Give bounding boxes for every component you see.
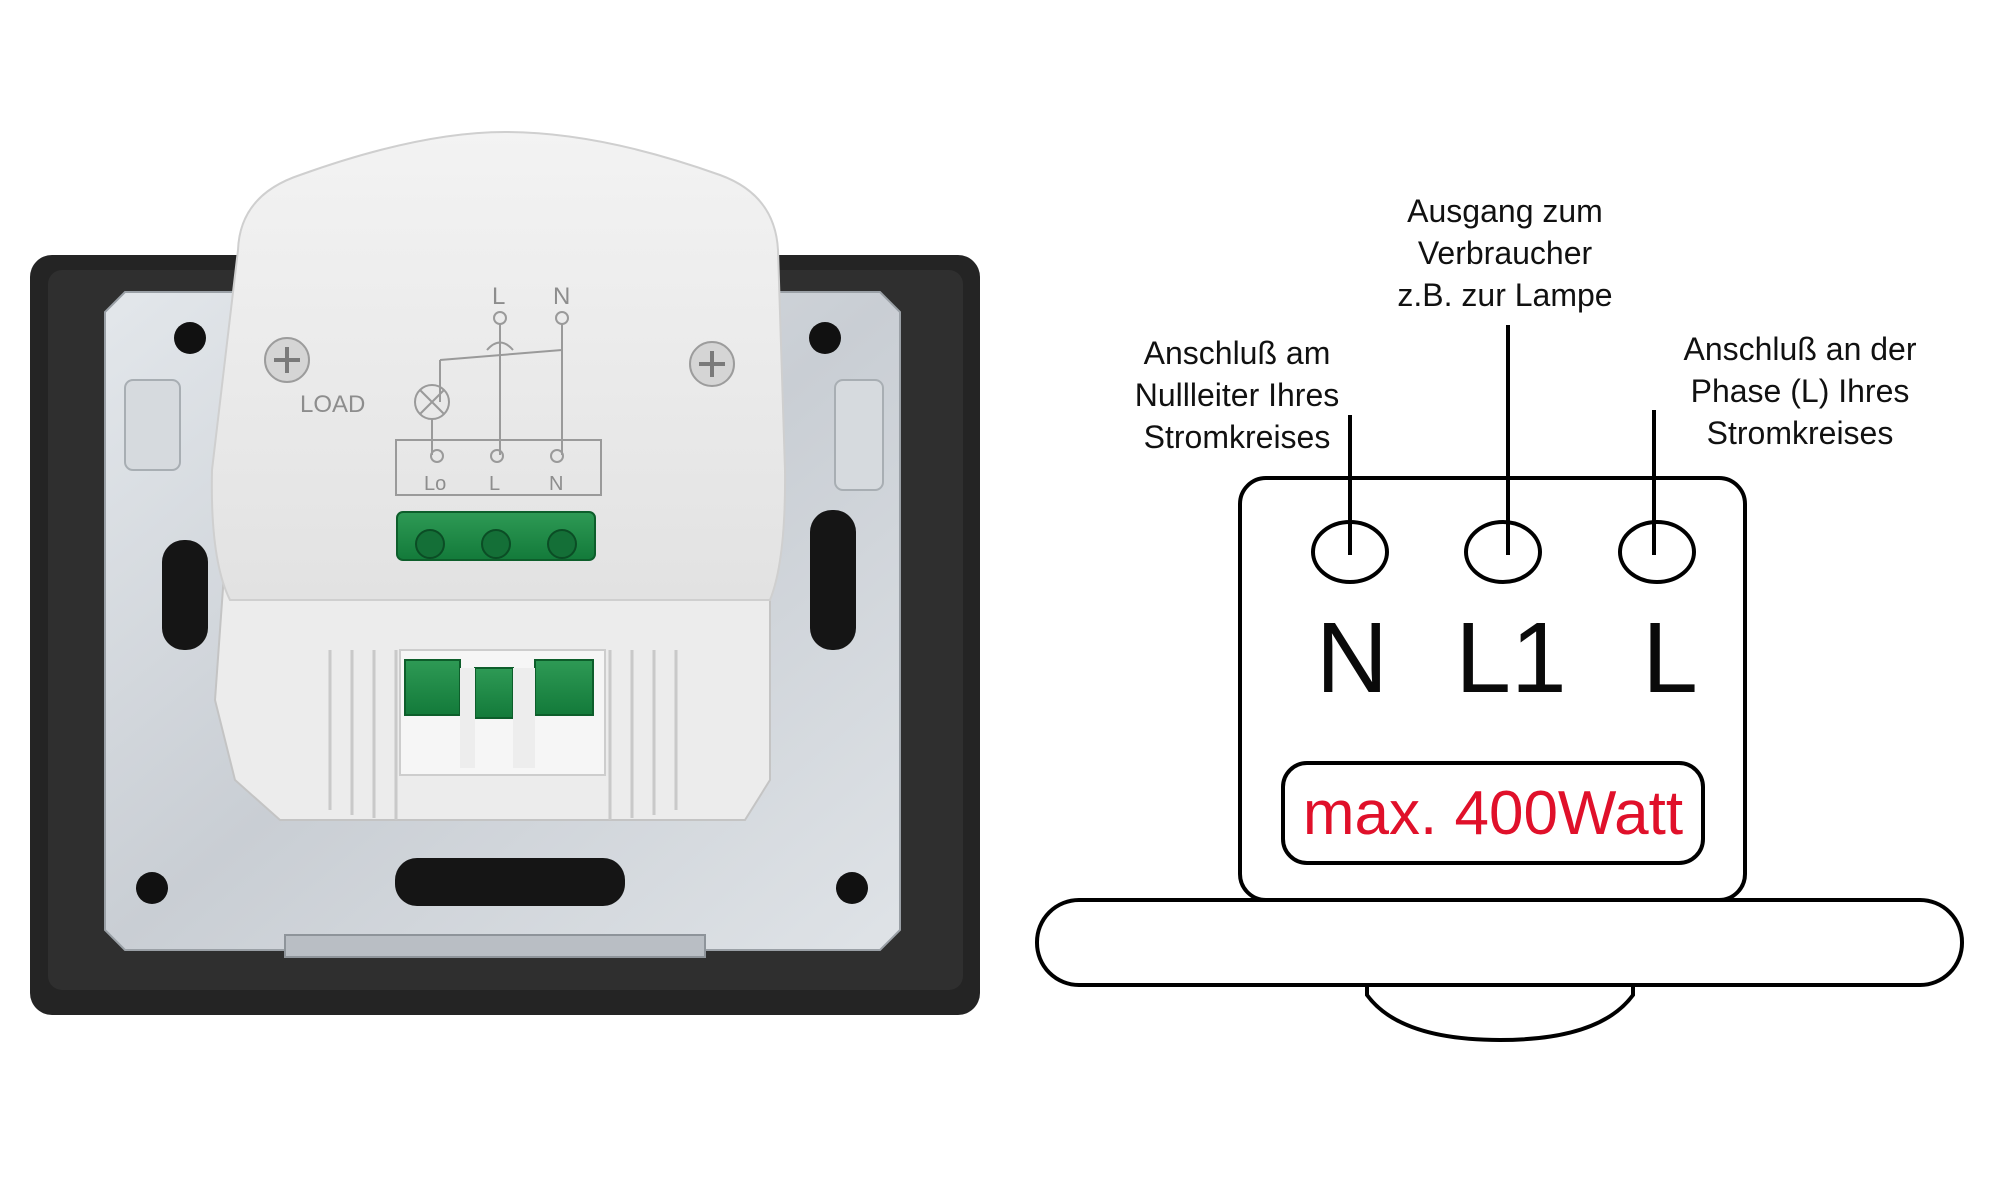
module-cover	[210, 130, 787, 601]
plate-slot-right	[810, 510, 856, 650]
screw-left-icon	[264, 337, 310, 383]
terminal-l-icon	[1618, 520, 1696, 584]
callout-neutral-line-1: Anschluß am	[1144, 335, 1331, 371]
base-bar	[1035, 898, 1964, 987]
plate-hole-bl	[136, 872, 168, 904]
callout-output: Ausgang zum Verbraucher z.B. zur Lampe	[1397, 193, 1612, 313]
callout-phase-line-2: Phase (L) Ihres	[1691, 373, 1910, 409]
plate-cut-left	[124, 379, 181, 471]
callout-neutral: Anschluß am Nullleiter Ihres Stromkreise…	[1135, 335, 1340, 455]
callout-output-line-2: Verbraucher	[1418, 235, 1593, 271]
housing-ribs-left	[328, 650, 398, 820]
callout-output-line-3: z.B. zur Lampe	[1397, 277, 1612, 313]
plate-cut-right	[834, 379, 884, 491]
plate-slot-left	[162, 540, 208, 650]
screw-right-icon	[689, 341, 735, 387]
module-label-top-n: N	[553, 283, 570, 310]
callout-phase-line-3: Stromkreises	[1707, 415, 1894, 451]
rating-box	[1281, 761, 1705, 865]
module-schematic	[395, 311, 602, 496]
callout-output-line-1: Ausgang zum	[1407, 193, 1603, 229]
module-label-load: LOAD	[300, 391, 365, 418]
lower-terminal-block	[404, 659, 594, 768]
base-dome	[1365, 985, 1635, 1043]
module-label-l: L	[489, 473, 500, 495]
callout-phase: Anschluß an der Phase (L) Ihres Stromkre…	[1683, 331, 1916, 451]
terminal-label-l: L	[1642, 602, 1698, 714]
callout-phase-line-1: Anschluß an der	[1683, 331, 1916, 367]
device-photo: L N LOAD Lo L N	[30, 130, 980, 1015]
plate-clamp	[284, 934, 706, 958]
upper-terminal-block	[396, 511, 596, 561]
module-label-lo: Lo	[424, 473, 446, 495]
wiring-diagram: N L1 L max. 400Watt Anschluß am Nullleit…	[1035, 193, 1964, 1043]
plate-hole-tl	[174, 322, 206, 354]
module-label-n: N	[549, 473, 563, 495]
housing-ribs-right	[608, 650, 678, 820]
terminal-label-l1: L1	[1455, 602, 1566, 714]
terminal-l1-icon	[1464, 520, 1542, 584]
callout-neutral-line-2: Nullleiter Ihres	[1135, 377, 1340, 413]
plate-hole-tr	[809, 322, 841, 354]
terminal-label-n: N	[1316, 602, 1388, 714]
callout-neutral-line-3: Stromkreises	[1144, 419, 1331, 455]
plate-slot-bottom	[395, 858, 625, 906]
plate-hole-br	[836, 872, 868, 904]
rating-text: max. 400Watt	[1303, 779, 1683, 848]
module-label-top-l: L	[492, 283, 505, 310]
